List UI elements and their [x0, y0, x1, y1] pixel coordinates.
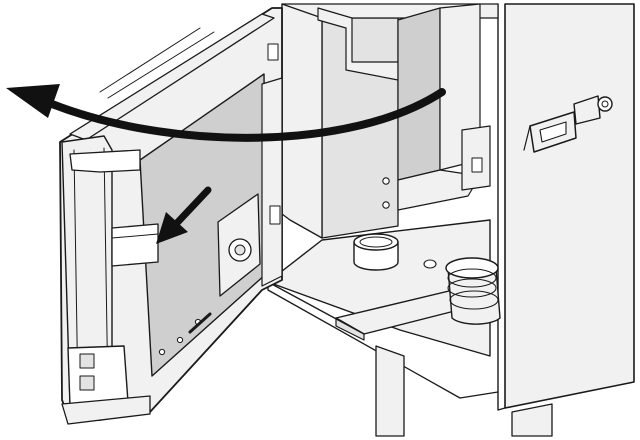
cabinet-side-edge: [497, 3, 506, 411]
cabinet-body: [281, 3, 635, 411]
screw: [382, 201, 390, 209]
cabinet-left-post: [281, 3, 323, 239]
cabinet-side-panel: [504, 3, 635, 409]
open-door: [59, 7, 283, 425]
pedestal-left: [375, 345, 405, 437]
hinge-tab: [267, 43, 279, 61]
swing-open-arrow-icon: [6, 84, 446, 142]
door-hinge-strip: [261, 77, 283, 287]
floor-ring: [353, 233, 399, 271]
door-clip-top: [69, 149, 141, 173]
side-latch: [523, 95, 613, 153]
pedestal-right: [511, 403, 553, 437]
door-lower-hinge: [67, 345, 129, 407]
door-bottom-foot: [61, 395, 151, 425]
hinge-tab: [269, 205, 281, 225]
door-top-flange: [69, 13, 275, 141]
pointer-arrow-icon: [156, 186, 212, 244]
door-clip-middle: [111, 223, 159, 267]
stacked-cups: [445, 257, 501, 325]
floor-knob: [423, 259, 437, 269]
screw: [382, 177, 390, 185]
connector-slot: [471, 157, 483, 173]
